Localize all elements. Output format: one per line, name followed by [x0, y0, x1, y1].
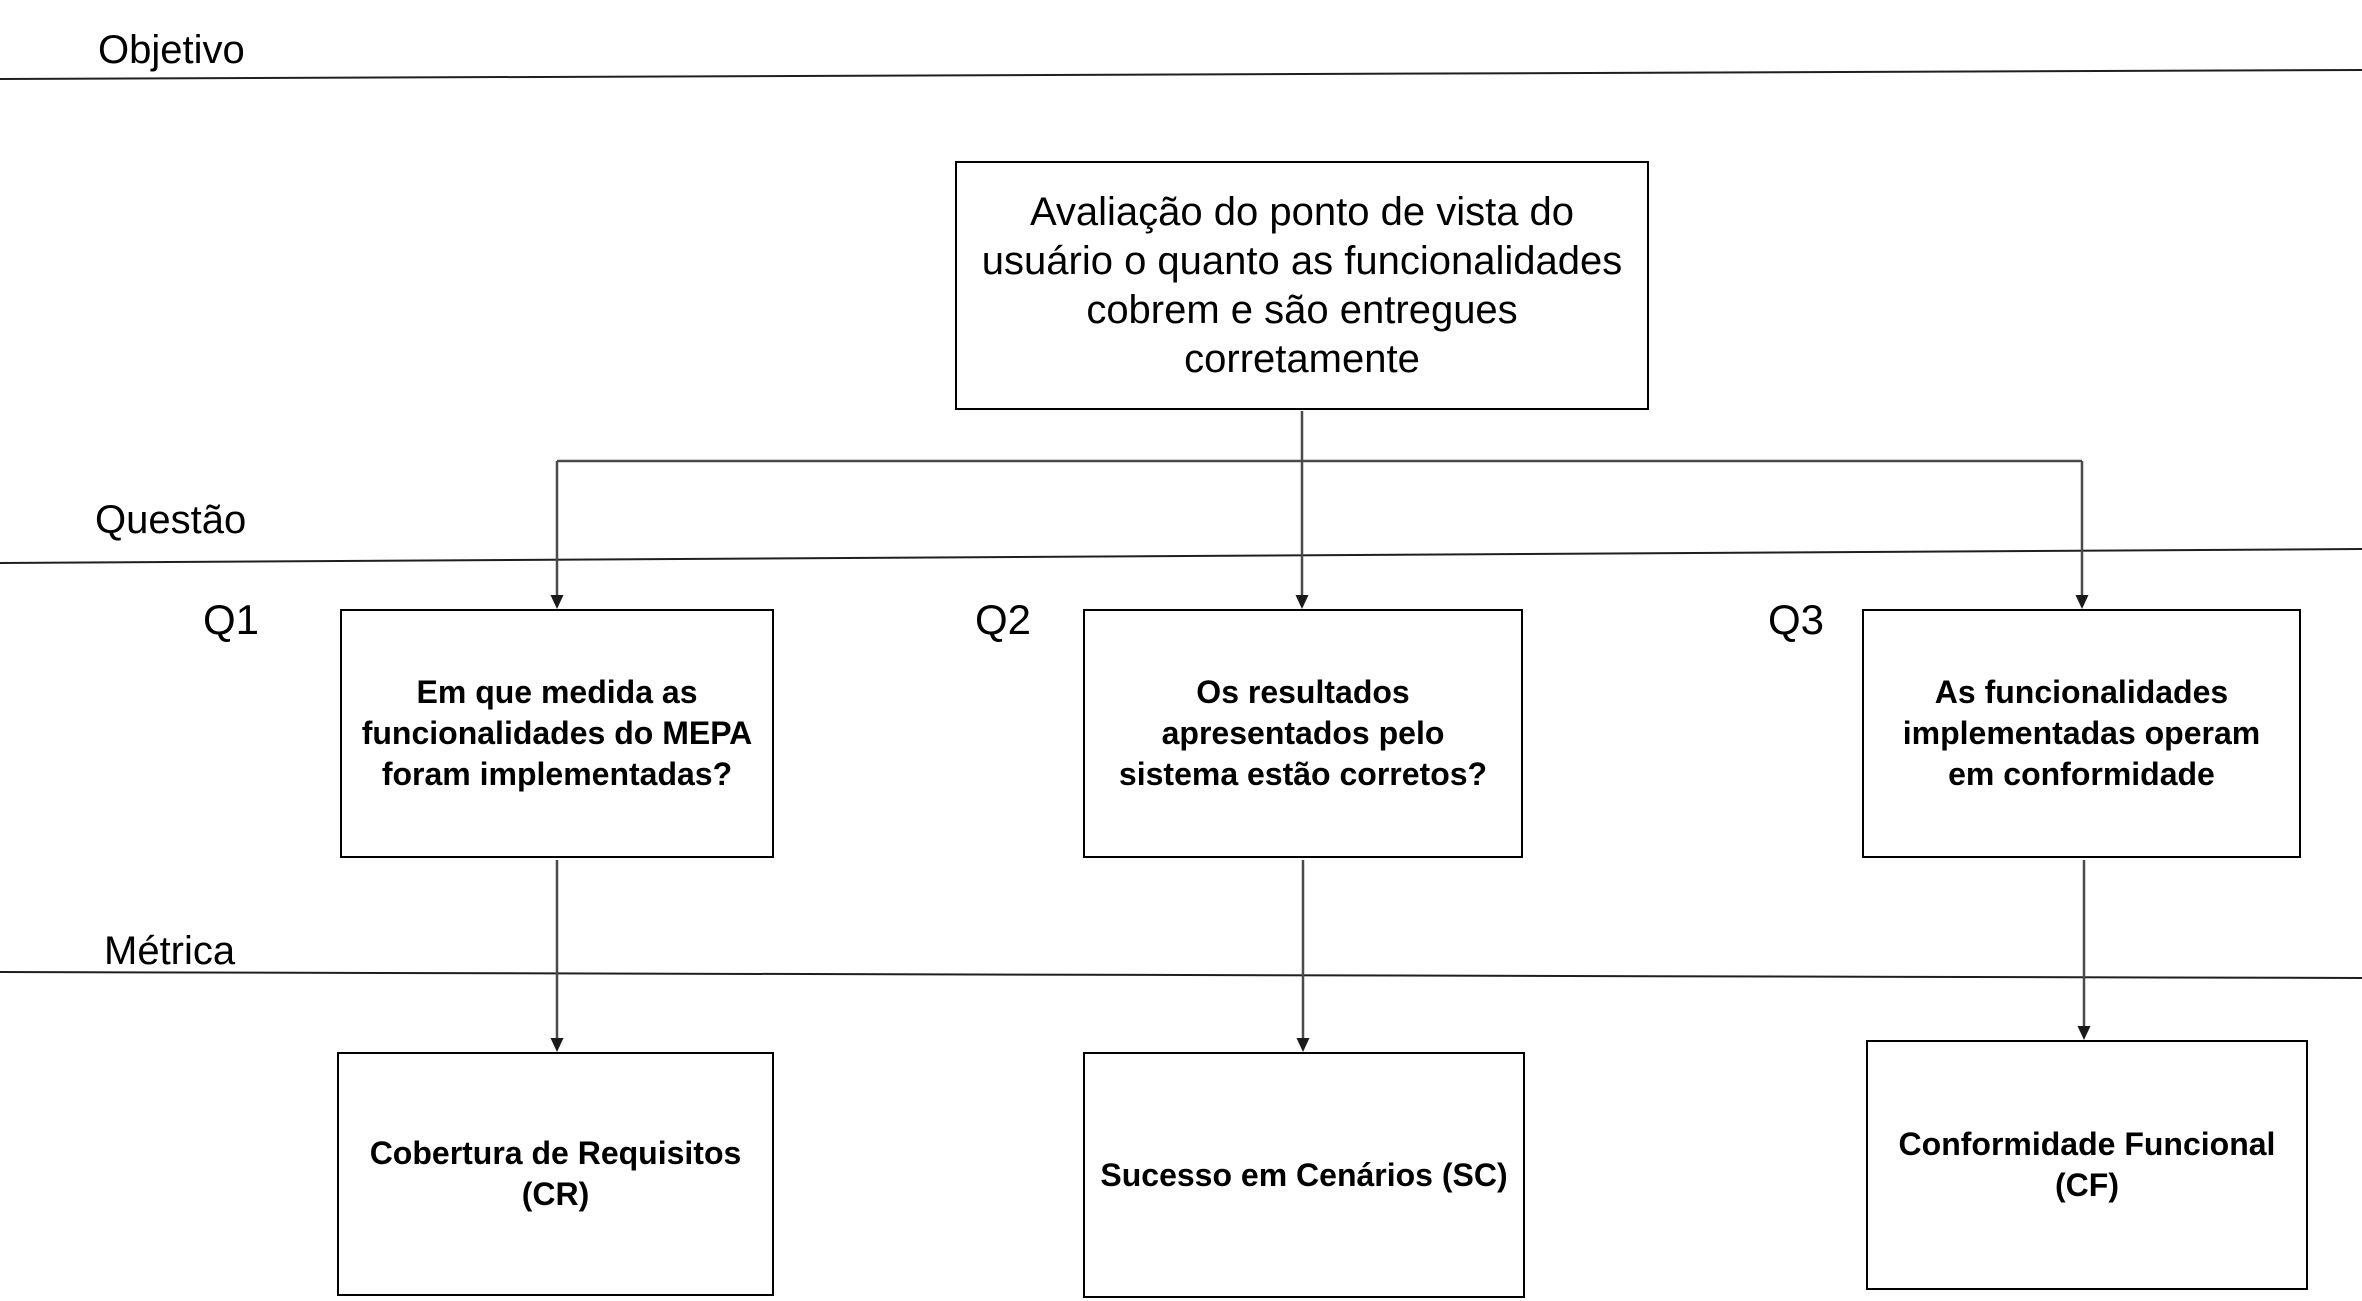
question-text-q1: Em que medida as funcionalidades do MEPA… — [361, 674, 753, 792]
arrowhead-q2 — [1295, 595, 1309, 609]
arrowhead-m3 — [2077, 1026, 2091, 1040]
question-box-q3: As funcionalidades implementadas operam … — [1862, 609, 2301, 858]
metric-text-cr: Cobertura de Requisitos (CR) — [369, 1135, 742, 1212]
question-text-q3: As funcionalidades implementadas operam … — [1902, 674, 2261, 792]
arrowhead-m1 — [550, 1038, 564, 1052]
question-box-q2: Os resultados apresentados pelo sistema … — [1083, 609, 1523, 858]
question-id-label-q2: Q2 — [975, 596, 1032, 643]
questao-lane-rule — [0, 548, 2362, 564]
metric-box-cr: Cobertura de Requisitos (CR) — [337, 1052, 774, 1296]
metric-text-cf: Conformidade Funcional (CF) — [1898, 1126, 2276, 1203]
metric-text-sc: Sucesso em Cenários (SC) — [1100, 1156, 1508, 1193]
arrowhead-q1 — [550, 595, 564, 609]
goal-box: Avaliação do ponto de vista do usuário o… — [955, 161, 1649, 410]
lane-label-metrica: Métrica — [104, 929, 236, 973]
metrica-lane-rule — [0, 971, 2362, 979]
metric-box-sc: Sucesso em Cenários (SC) — [1083, 1052, 1525, 1298]
lane-label-objetivo: Objetivo — [98, 28, 245, 72]
question-id-label-q1: Q1 — [203, 596, 260, 643]
goal-text: Avaliação do ponto de vista do usuário o… — [981, 189, 1623, 381]
objetivo-lane-rule — [0, 69, 2362, 80]
arrowhead-q3 — [2075, 595, 2089, 609]
metric-box-cf: Conformidade Funcional (CF) — [1866, 1040, 2308, 1290]
question-text-q2: Os resultados apresentados pelo sistema … — [1118, 674, 1488, 792]
arrowhead-m2 — [1296, 1038, 1310, 1052]
lane-label-questao: Questão — [95, 498, 247, 542]
question-id-label-q3: Q3 — [1768, 596, 1825, 643]
question-box-q1: Em que medida as funcionalidades do MEPA… — [340, 609, 774, 858]
